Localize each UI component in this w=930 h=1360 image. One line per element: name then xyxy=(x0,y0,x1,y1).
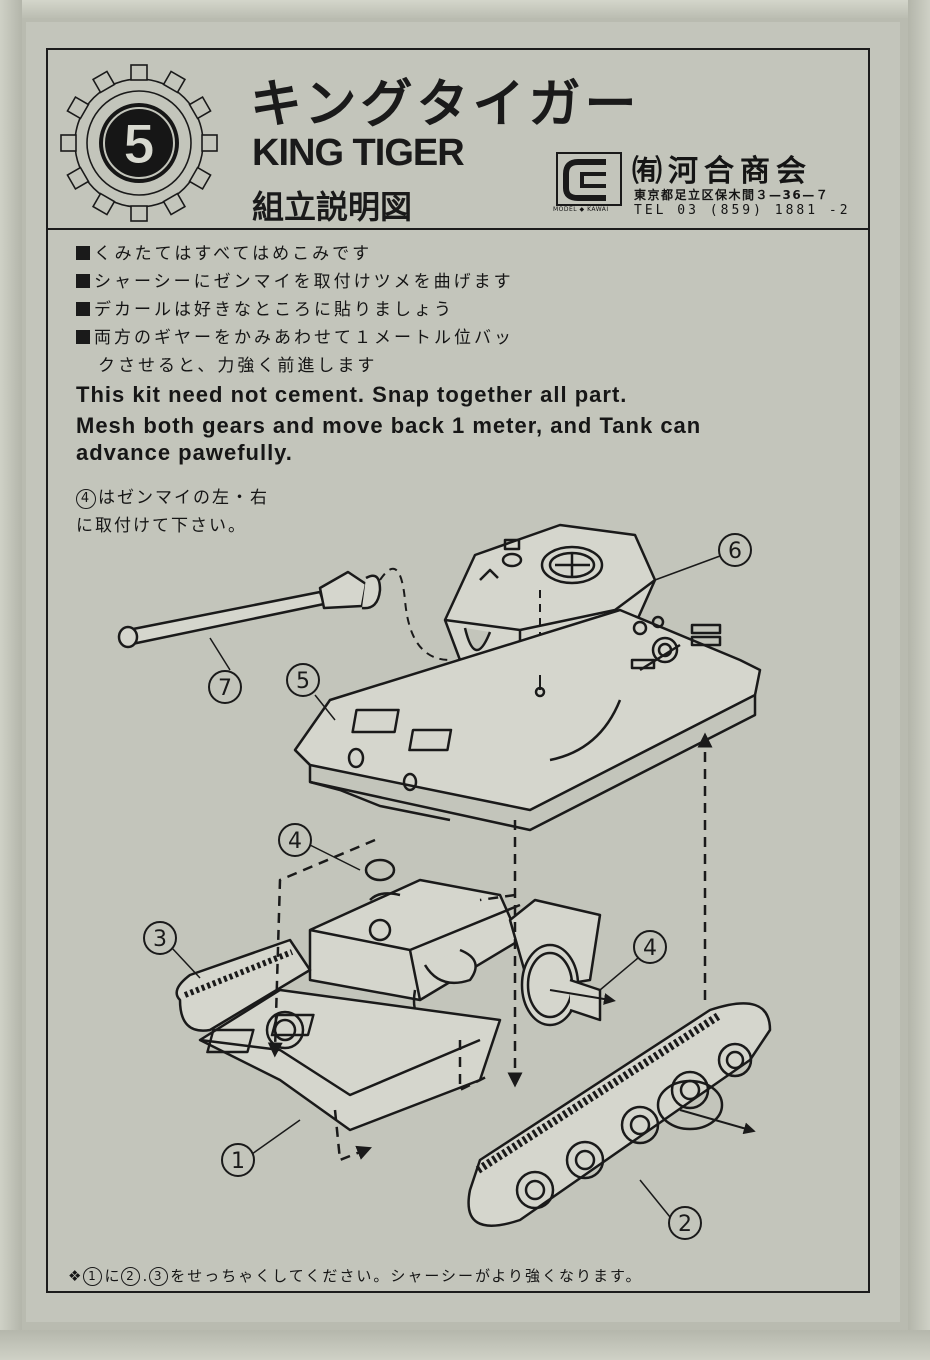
svg-text:4: 4 xyxy=(643,936,657,961)
company-name: ㈲河合商会 xyxy=(632,154,812,189)
company-telephone: TEL 03 (859) 1881 -2 xyxy=(634,203,851,218)
square-bullet-icon xyxy=(76,274,90,288)
header-divider xyxy=(46,228,870,230)
gear-tooth xyxy=(91,70,116,94)
instruction-item: 両方のギヤーをかみあわせて１メートル位バッ xyxy=(76,324,514,352)
box-lid-edge-bottom xyxy=(0,1330,930,1360)
part-label-2: 2 xyxy=(668,1206,702,1240)
part-label-4-gear: 4 xyxy=(633,930,667,964)
instruction-item: くみたてはすべてはめこみです xyxy=(76,240,514,268)
part-ref-1: 1 xyxy=(83,1267,103,1286)
exploded-assembly-diagram: 6 7 5 4 3 4 1 2 xyxy=(117,523,772,1240)
right-track-part xyxy=(467,1002,772,1227)
left-track-part xyxy=(175,938,312,1032)
logo-caption: MODEL ◆ KAWAI xyxy=(553,206,609,213)
spring-motor-part xyxy=(308,858,522,1022)
drive-gear-part xyxy=(520,943,616,1027)
gear-tooth xyxy=(66,95,90,120)
assembly-guide-lines xyxy=(267,732,713,1162)
sheet-border-frame xyxy=(46,48,870,1293)
instructions-japanese: くみたてはすべてはめこみです シャーシーにゼンマイを取付けツメを曲げます デカー… xyxy=(76,240,514,380)
gear-tooth xyxy=(201,134,218,152)
svg-text:1: 1 xyxy=(231,1149,245,1174)
svg-text:4: 4 xyxy=(288,829,302,854)
kawai-logo xyxy=(556,152,622,206)
part-ref-3: 3 xyxy=(149,1267,169,1286)
box-lid-edge-top xyxy=(0,0,930,18)
svg-text:3: 3 xyxy=(153,927,167,952)
part-label-5: 5 xyxy=(286,663,320,697)
barrel-insert-path xyxy=(379,567,451,661)
english-instruction-line: This kit need not cement. Snap together … xyxy=(76,382,628,407)
gear-tooth xyxy=(91,192,116,216)
badge-number: 5 xyxy=(123,112,154,175)
gear-tooth xyxy=(130,205,148,222)
gear-tooth xyxy=(60,134,77,152)
english-instruction-line: advance pawefully. xyxy=(76,440,293,465)
gear-number-badge: 5 xyxy=(60,64,218,222)
title-english: KING TIGER xyxy=(252,132,465,174)
gear-tooth xyxy=(162,70,187,94)
box-lid-edge-left xyxy=(0,0,22,1360)
part-label-6: 6 xyxy=(718,533,752,567)
upper-hull-part xyxy=(293,608,762,832)
svg-text:5: 5 xyxy=(296,669,310,694)
svg-text:6: 6 xyxy=(728,539,742,564)
square-bullet-icon xyxy=(76,246,90,260)
square-bullet-icon xyxy=(76,302,90,316)
square-bullet-icon xyxy=(76,330,90,344)
gear-tooth xyxy=(130,64,148,81)
gear-tooth xyxy=(162,192,187,216)
gun-barrel-part xyxy=(117,570,382,649)
instruction-item: デカールは好きなところに貼りましょう xyxy=(76,296,514,324)
part-label-7: 7 xyxy=(208,670,242,704)
title-japanese: キングタイガー xyxy=(250,75,641,135)
gear-tooth xyxy=(66,166,90,191)
part-label-3: 3 xyxy=(143,921,177,955)
english-instruction-line: Mesh both gears and move back 1 meter, a… xyxy=(76,413,702,438)
svg-text:2: 2 xyxy=(678,1212,692,1237)
part-label-4-motor: 4 xyxy=(278,823,312,857)
box-lid-edge-right xyxy=(908,0,930,1360)
svg-text:7: 7 xyxy=(218,676,232,701)
instruction-item-continuation: クさせると、力強く前進します xyxy=(98,356,378,376)
company-address: 東京都足立区保木間３—36—７ xyxy=(634,188,830,202)
part-ref-4: 4 xyxy=(76,489,96,509)
part-labels: 6 7 5 4 3 4 1 2 xyxy=(143,533,752,1240)
gear-tooth xyxy=(188,95,212,120)
assembly-diagram-subtitle: 組立説明図 xyxy=(252,188,413,226)
instruction-item: シャーシーにゼンマイを取付けツメを曲げます xyxy=(76,268,514,296)
label-leader-lines xyxy=(171,555,721,1218)
gear-tooth xyxy=(188,166,212,191)
part-label-1: 1 xyxy=(221,1143,255,1177)
part-ref-2: 2 xyxy=(121,1267,141,1286)
